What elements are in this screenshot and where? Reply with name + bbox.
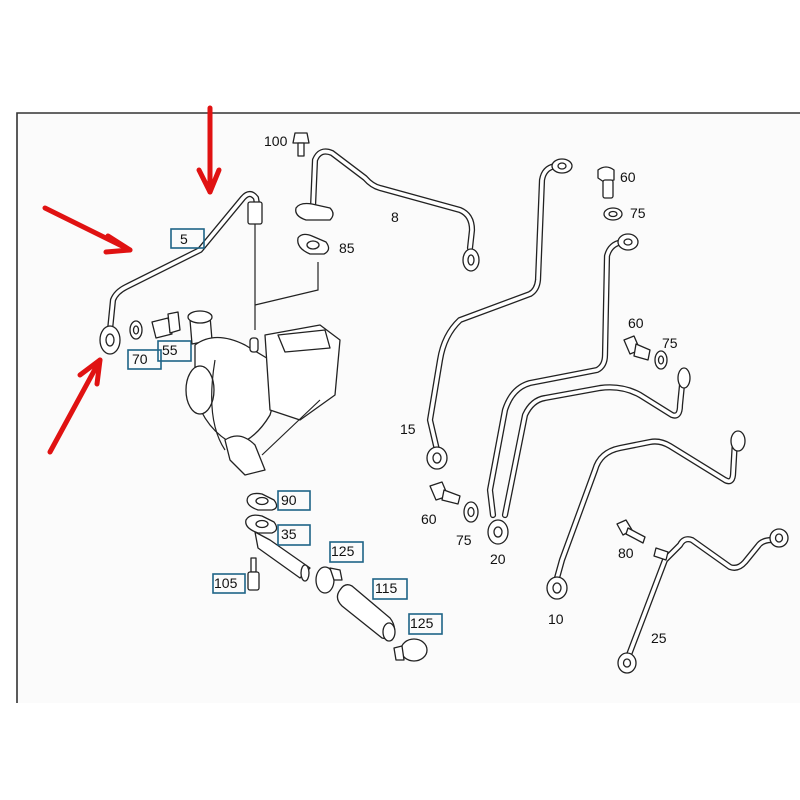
label-5: 5 (180, 231, 188, 247)
label-75-low: 75 (456, 532, 472, 548)
part-20-pipe[interactable] (486, 233, 691, 545)
part-60-banjo-bolt-low[interactable] (429, 481, 461, 505)
label-8: 8 (391, 209, 399, 225)
part-105-fitting[interactable] (247, 557, 260, 591)
label-60-low: 60 (421, 511, 437, 527)
label-box-55 (157, 340, 192, 362)
diagram-background (17, 113, 800, 703)
part-75-washer-mid[interactable] (654, 350, 668, 370)
arrow-left (42, 205, 133, 255)
part-125-hose-clamp-upper[interactable] (315, 566, 343, 594)
label-105: 105 (214, 575, 238, 591)
label-100: 100 (264, 133, 288, 149)
part-125-hose-clamp-lower[interactable] (393, 638, 428, 662)
part-55-banjo-bolt[interactable] (151, 311, 181, 339)
label-box-125-lower (408, 613, 443, 635)
label-box-105 (212, 573, 246, 594)
part-25-pipe[interactable] (617, 528, 789, 674)
arrow-bottom-left (47, 357, 103, 455)
part-5-oil-supply-pipe[interactable] (99, 190, 263, 355)
label-15: 15 (400, 421, 416, 437)
leader-85 (254, 262, 319, 306)
part-85-gasket[interactable] (297, 233, 330, 255)
label-20: 20 (490, 551, 506, 567)
part-8-oil-return-pipe[interactable] (295, 148, 480, 272)
part-10-pipe[interactable] (546, 430, 746, 600)
label-125-lower: 125 (410, 615, 434, 631)
part-115-rubber-hose[interactable] (336, 584, 396, 642)
label-10: 10 (548, 611, 564, 627)
arrow-top (196, 105, 222, 195)
label-115: 115 (375, 580, 398, 596)
part-60-banjo-bolt-top[interactable] (597, 166, 615, 199)
label-box-125-upper (329, 541, 364, 563)
part-100-bolt[interactable] (292, 132, 310, 157)
label-75-top: 75 (630, 205, 646, 221)
part-90-gasket[interactable] (246, 492, 278, 511)
label-box-5 (170, 228, 205, 249)
part-80-bolt[interactable] (616, 519, 646, 544)
label-25: 25 (651, 630, 667, 646)
label-box-70 (127, 349, 162, 370)
part-15-pipe[interactable] (426, 158, 573, 470)
label-60-top: 60 (620, 169, 636, 185)
turbocharger (185, 310, 341, 476)
part-75-washer-low[interactable] (463, 501, 479, 523)
part-35-oil-return-flange-pipe[interactable] (245, 514, 311, 582)
part-75-washer-top[interactable] (603, 207, 623, 221)
label-box-115 (372, 578, 408, 600)
label-70: 70 (132, 351, 148, 367)
part-70-seal-washer[interactable] (129, 320, 143, 340)
label-35: 35 (281, 526, 297, 542)
label-85: 85 (339, 240, 355, 256)
label-80: 80 (618, 545, 634, 561)
label-box-90 (277, 490, 311, 511)
diagram-frame (16, 112, 800, 703)
label-90: 90 (281, 492, 297, 508)
label-125-upper: 125 (331, 543, 355, 559)
label-75-mid: 75 (662, 335, 678, 351)
label-60-mid: 60 (628, 315, 644, 331)
label-55: 55 (162, 342, 178, 358)
part-60-banjo-bolt-mid[interactable] (623, 335, 651, 361)
label-box-35 (277, 524, 311, 546)
